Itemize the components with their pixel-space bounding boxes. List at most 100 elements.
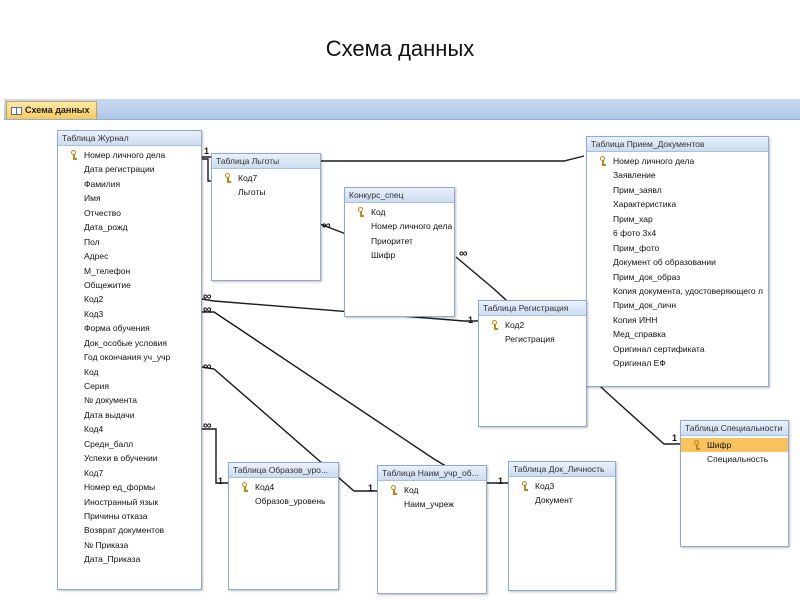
field-row[interactable]: Дата регистрации xyxy=(58,162,201,176)
field-row[interactable]: Код3 xyxy=(509,479,615,493)
field-row[interactable]: Мед_справка xyxy=(587,327,768,341)
field-row[interactable]: Иностранный язык xyxy=(58,495,201,509)
rel-line-zhurnal-obrazov xyxy=(202,428,228,484)
field-row[interactable]: Прим_док_образ xyxy=(587,270,768,284)
field-row[interactable]: Общежитие xyxy=(58,278,201,292)
field-row[interactable]: Успехи в обучении xyxy=(58,451,201,465)
table-priem-header[interactable]: Таблица Прием_Документов xyxy=(587,137,768,152)
field-row[interactable]: Образов_уровень xyxy=(229,494,338,508)
table-priem[interactable]: Таблица Прием_Документов Номер личного д… xyxy=(586,136,769,387)
table-doklichn-header[interactable]: Таблица Док_Личность xyxy=(509,462,615,477)
field-row[interactable]: Код xyxy=(378,483,486,497)
field-row[interactable]: Код7 xyxy=(58,466,201,480)
field-row[interactable]: Характеристика xyxy=(587,197,768,211)
field-row[interactable]: Документ xyxy=(509,493,615,507)
field-row[interactable]: Пол xyxy=(58,235,201,249)
field-row[interactable]: Прим_хар xyxy=(587,212,768,226)
table-zhurnal-header[interactable]: Таблица Журнал xyxy=(58,131,201,146)
field-row[interactable]: Номер личного дела xyxy=(58,148,201,162)
field-row[interactable]: Причины отказа xyxy=(58,509,201,523)
field-row[interactable]: Дата_рожд xyxy=(58,220,201,234)
field-row[interactable]: Наим_учреж xyxy=(378,497,486,511)
field-row[interactable]: Прим_док_личн xyxy=(587,298,768,312)
field-row[interactable]: Прим_заявл xyxy=(587,183,768,197)
table-lgoty-header[interactable]: Таблица Льготы xyxy=(212,154,320,169)
field-row[interactable]: Специальность xyxy=(681,452,788,466)
field-row[interactable]: Код4 xyxy=(229,480,338,494)
field-row[interactable]: Отчество xyxy=(58,206,201,220)
field-row[interactable]: Серия xyxy=(58,379,201,393)
table-obrazov-header[interactable]: Таблица Образов_уро... xyxy=(229,463,338,478)
field-row[interactable]: Форма обучения xyxy=(58,321,201,335)
field-row[interactable]: Док_особые условия xyxy=(58,336,201,350)
field-name: Шифр xyxy=(707,440,732,450)
field-row[interactable]: Льготы xyxy=(212,185,320,199)
field-name: Наим_учреж xyxy=(404,499,454,510)
field-row[interactable]: Копия ИНН xyxy=(587,313,768,327)
field-name: Характеристика xyxy=(613,199,677,210)
field-row[interactable]: Возврат документов xyxy=(58,523,201,537)
field-row[interactable]: Номер личного дела xyxy=(345,219,454,233)
field-row[interactable]: Код xyxy=(58,365,201,379)
field-row[interactable]: Шифр xyxy=(345,248,454,262)
field-row[interactable]: Шифр xyxy=(681,438,788,453)
field-row[interactable]: Прим_фото xyxy=(587,241,768,255)
field-name: Льготы xyxy=(238,187,266,198)
card-many-3: ∞ xyxy=(203,289,212,303)
field-row[interactable]: Дата выдачи xyxy=(58,408,201,422)
field-row[interactable]: Имя xyxy=(58,191,201,205)
field-row[interactable]: Оригинал сертификата xyxy=(587,342,768,356)
tab-schema[interactable]: Схема данных xyxy=(6,101,97,119)
field-row[interactable]: М_телефон xyxy=(58,264,201,278)
table-konkurs-header[interactable]: Конкурс_спец xyxy=(345,188,454,203)
field-row[interactable]: Адрес xyxy=(58,249,201,263)
relationships-canvas[interactable]: Схема данных 1 ∞ 1 ∞ 1 ∞ xyxy=(4,99,800,600)
field-name: М_телефон xyxy=(84,265,131,276)
field-row[interactable]: 6 фото 3х4 xyxy=(587,226,768,240)
primary-key-icon xyxy=(391,485,399,495)
field-row[interactable]: Код4 xyxy=(58,422,201,436)
field-row[interactable]: Заявление xyxy=(587,168,768,182)
field-name: Специальность xyxy=(707,454,769,465)
field-name: Номер ед_формы xyxy=(84,482,156,493)
table-registraciya-header[interactable]: Таблица Регистрация xyxy=(479,301,586,316)
field-row[interactable]: Код2 xyxy=(479,318,586,332)
primary-key-icon xyxy=(242,482,250,492)
field-name: Мед_справка xyxy=(613,329,666,340)
table-naim-header[interactable]: Таблица Наим_учр_об... xyxy=(378,466,486,481)
field-row[interactable]: Номер личного дела xyxy=(587,154,768,168)
primary-key-icon xyxy=(694,440,702,450)
field-row[interactable]: Код xyxy=(345,205,454,219)
field-row[interactable]: Код7 xyxy=(212,171,320,185)
field-name: Шифр xyxy=(371,250,396,261)
field-row[interactable]: Фамилия xyxy=(58,177,201,191)
field-row[interactable]: Копия документа, удостоверяющего л xyxy=(587,284,768,298)
field-row[interactable]: Регистрация xyxy=(479,332,586,346)
field-name: Документ об образовании xyxy=(613,257,716,268)
field-row[interactable]: Код2 xyxy=(58,292,201,306)
field-row[interactable]: Оригинал ЕФ xyxy=(587,356,768,370)
table-specialnosti-header[interactable]: Таблица Специальности xyxy=(681,421,788,436)
field-row[interactable]: № документа xyxy=(58,393,201,407)
field-row[interactable]: Номер ед_формы xyxy=(58,480,201,494)
primary-key-icon xyxy=(600,156,608,166)
field-name: Код2 xyxy=(505,320,525,330)
field-row[interactable]: Дата_Приказа xyxy=(58,552,201,566)
field-row[interactable]: Код3 xyxy=(58,307,201,321)
field-row[interactable]: Год окончания уч_учр xyxy=(58,350,201,364)
field-name: Дата_рожд xyxy=(84,222,128,233)
field-row[interactable]: Приоритет xyxy=(345,234,454,248)
field-name: Имя xyxy=(84,193,101,204)
field-name: Код4 xyxy=(84,424,104,435)
field-row[interactable]: Документ об образовании xyxy=(587,255,768,269)
field-row[interactable]: № Приказа xyxy=(58,538,201,552)
field-row[interactable]: Средн_балл xyxy=(58,437,201,451)
